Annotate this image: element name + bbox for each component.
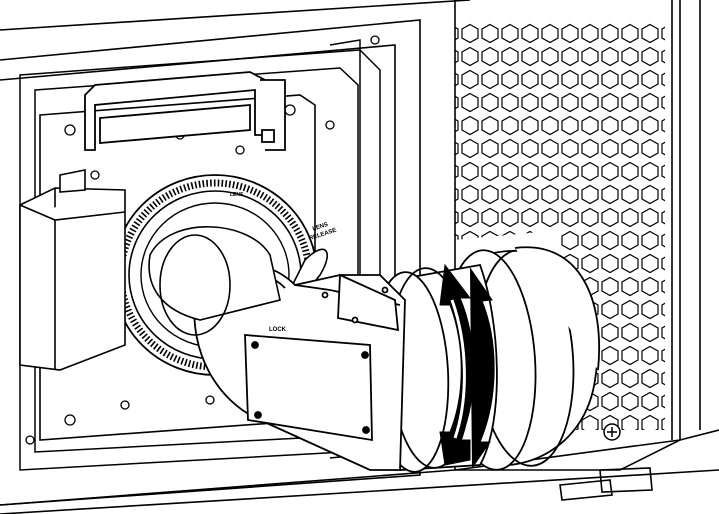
release-label-top: LENS: [312, 222, 329, 233]
ring-label: LENS: [230, 192, 244, 198]
lens-elbow-housing: [193, 262, 406, 471]
rotation-arrow-icon: [439, 263, 495, 469]
lens-barrel-rear: [148, 226, 281, 336]
chassis-screw: [603, 423, 621, 441]
motor-housing: [19, 169, 126, 371]
mount-handle: [84, 71, 286, 151]
lock-label: LOCK: [269, 327, 287, 333]
